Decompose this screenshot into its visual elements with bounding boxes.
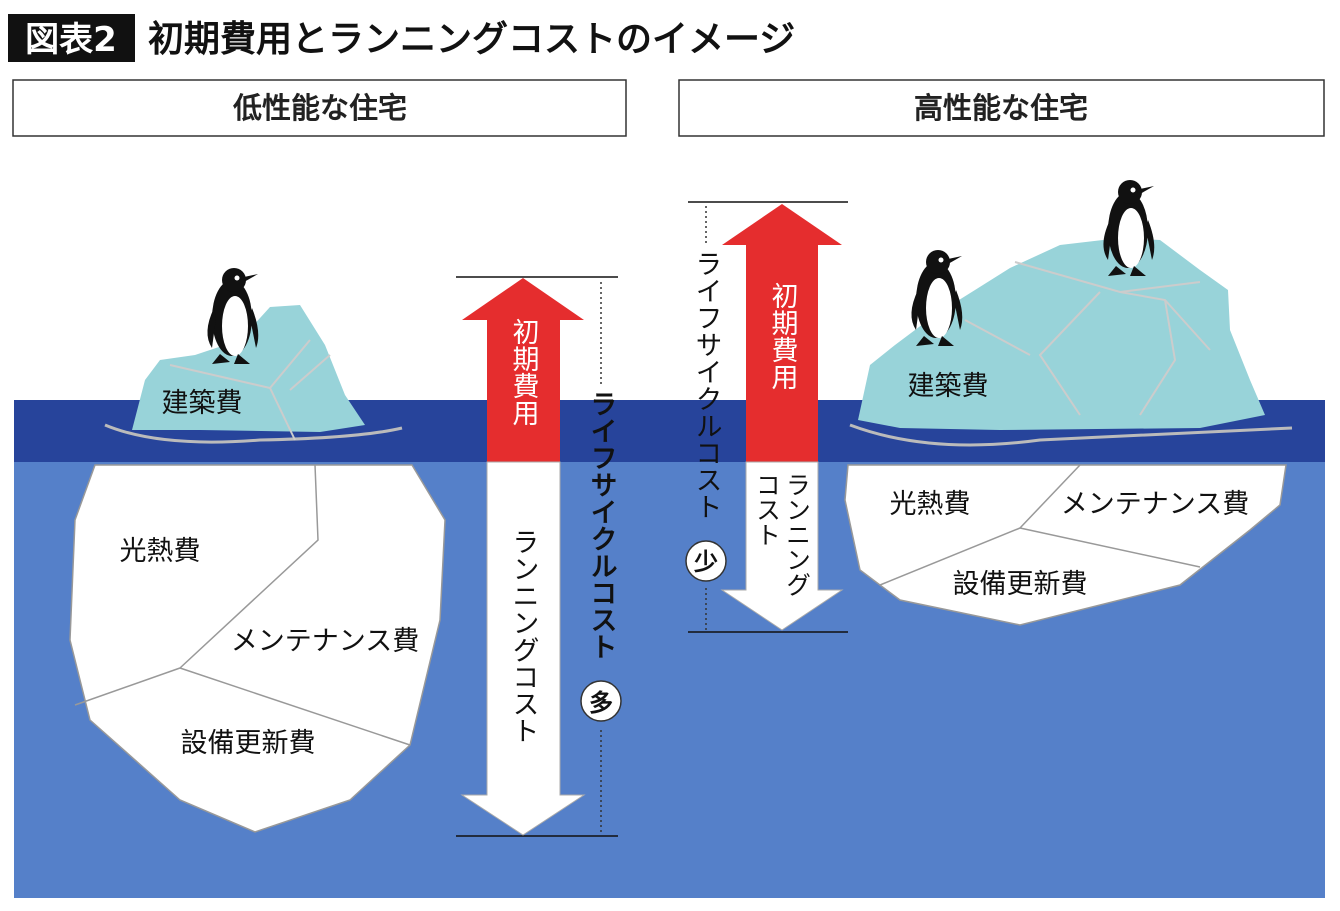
right-running-cost-label-2: コスト [753,472,782,547]
right-initial-cost-label: 初期費用 [767,282,799,390]
left-utility-cost: 光熱費 [120,536,201,567]
right-lifecycle-label: ライフサイクルコスト [691,250,722,520]
right-running-cost-label-1: ランニング [783,472,812,597]
left-running-cost-label: ランニングコスト [508,528,539,744]
page-title: 初期費用とランニングコストのイメージ [148,19,795,60]
right-cost-arrows: 初期費用 ランニング コスト ライフサイクルコスト 少 [685,201,848,633]
left-iceberg-top: 建築費 [104,268,403,444]
right-maintenance-cost: メンテナンス費 [1061,489,1249,520]
right-panel-title: 高性能な住宅 [914,91,1088,125]
left-initial-cost-label: 初期費用 [508,318,540,426]
right-lifecycle-badge: 少 [693,548,718,576]
right-iceberg-bottom: 光熱費 メンテナンス費 設備更新費 [844,464,1287,626]
initial-cost-up-arrow [462,278,584,462]
initial-cost-up-arrow [722,204,842,462]
left-cost-arrows: 初期費用 ランニングコスト ライフサイクルコスト 多 [456,276,622,837]
right-iceberg-top: 建築費 [849,180,1293,447]
left-panel-title: 低性能な住宅 [232,91,407,125]
left-lifecycle-badge: 多 [589,689,613,717]
left-construction-cost: 建築費 [162,388,243,419]
right-utility-cost: 光熱費 [890,489,971,520]
left-panel-header [12,79,627,137]
running-cost-down-arrow [720,461,844,631]
figure-badge: 図表2 [25,20,117,60]
left-maintenance-cost: メンテナンス費 [231,626,419,657]
right-equipment-renewal-cost: 設備更新費 [953,569,1088,600]
figure-badge-bg [8,14,135,62]
running-cost-down-arrow [460,461,586,836]
right-panel-header [678,79,1325,137]
right-construction-cost: 建築費 [908,371,989,402]
left-lifecycle-label: ライフサイクルコスト [586,390,617,660]
left-iceberg-bottom: 光熱費 メンテナンス費 設備更新費 [69,464,446,833]
left-equipment-renewal-cost: 設備更新費 [181,728,316,759]
